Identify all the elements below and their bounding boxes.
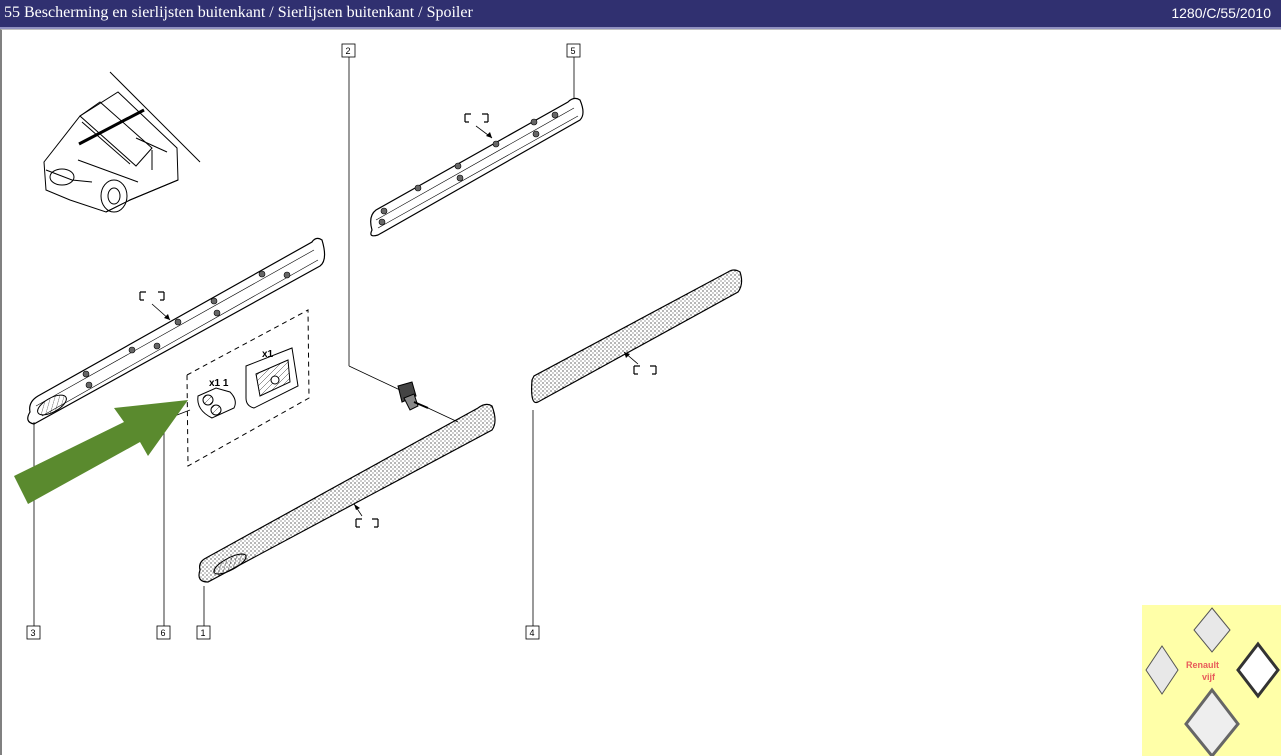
callout-5: 5: [566, 43, 581, 58]
part-2-fastener: [397, 381, 429, 411]
leader-lines: [33, 57, 575, 626]
logo-line-1: Renault: [1186, 660, 1219, 670]
callout-4: 4: [525, 625, 540, 640]
svg-text:1: 1: [201, 628, 206, 638]
diagram-code: 1280/C/55/2010: [1171, 5, 1271, 21]
diagram-canvas: x1 1 x1 3 6: [0, 29, 1281, 756]
plate-quantity: x1: [262, 349, 274, 360]
callout-6: 6: [156, 625, 171, 640]
part-3-rub-strip: [27, 237, 326, 425]
highlight-arrow-icon: [14, 400, 188, 504]
svg-text:6: 6: [161, 628, 166, 638]
parts-diagram: x1 1 x1 3 6: [14, 43, 1281, 756]
renault-vijf-logo: Renault vijf: [1142, 605, 1281, 756]
title-bar: 55 Bescherming en sierlijsten buitenkant…: [0, 0, 1281, 29]
page-title: 55 Bescherming en sierlijsten buitenkant…: [4, 4, 473, 21]
clip-quantity: x1 1: [209, 378, 229, 389]
callout-3: 3: [26, 625, 41, 640]
part-4-spoiler-strip: [531, 269, 743, 404]
svg-text:4: 4: [530, 628, 535, 638]
part-1-rub-strip: [198, 403, 496, 583]
svg-text:2: 2: [346, 46, 351, 56]
callout-1: 1: [196, 625, 211, 640]
part-5-rub-strip: [370, 97, 584, 237]
vehicle-thumbnail: [43, 71, 201, 213]
svg-text:3: 3: [31, 628, 36, 638]
part-6-clip-kit: x1 1 x1: [186, 309, 310, 467]
callout-2: 2: [341, 43, 356, 58]
svg-text:5: 5: [571, 46, 576, 56]
logo-line-2: vijf: [1202, 672, 1216, 682]
